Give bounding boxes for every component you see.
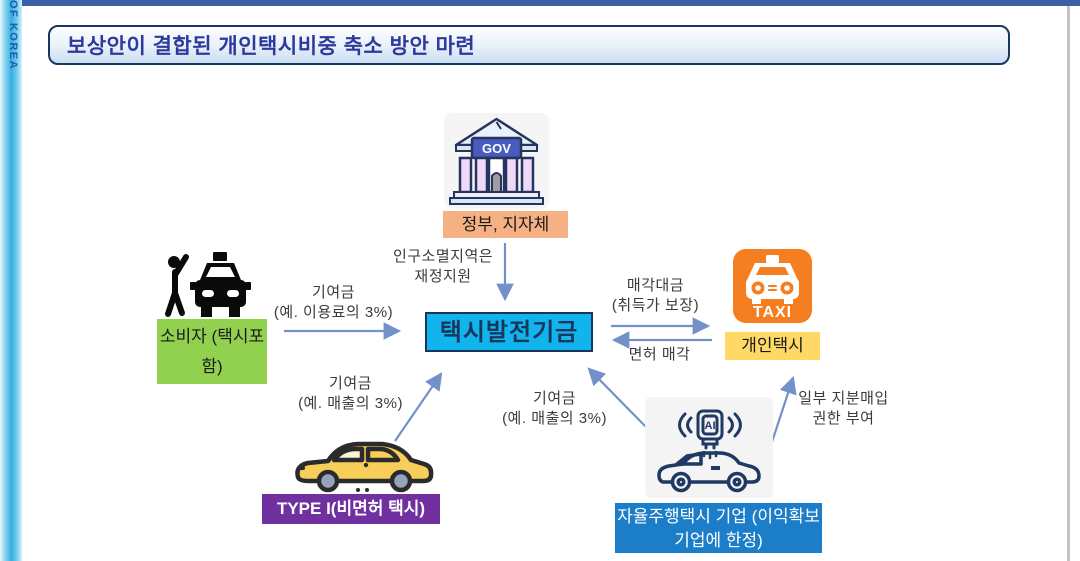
yellow-car-icon bbox=[295, 441, 434, 493]
consumer-label: 소비자 (택시포함) bbox=[157, 319, 267, 384]
edge-label-line: 기여금 bbox=[329, 375, 372, 392]
autonomous-label-line1: 자율주행택시 기업 bbox=[617, 507, 747, 526]
consumer-label-line2: (택시포함) bbox=[201, 327, 265, 376]
top-accent-bar bbox=[22, 0, 1080, 6]
edge-label-line: 매각대금 bbox=[626, 277, 685, 294]
edge-label-private-taxi-fund: 면허 매각 bbox=[607, 345, 712, 365]
edge-label-government-fund: 인구소멸지역은 재정지원 bbox=[378, 247, 508, 287]
fund-box: 택시발전기금 bbox=[425, 312, 593, 352]
side-strip-text: OF KOREA bbox=[7, 0, 19, 71]
slide-title-text: 보상안이 결합된 개인택시비중 축소 방안 마련 bbox=[67, 35, 476, 58]
edge-label-line: 기여금 bbox=[312, 284, 355, 301]
government-icon-text: GOV bbox=[482, 141, 511, 156]
edge-label-line: (예. 매출의 3%) bbox=[298, 395, 403, 412]
left-accent-strip bbox=[0, 0, 22, 561]
type1-taxi-label: TYPE I(비면허 택시) bbox=[262, 494, 440, 524]
edge-label-line: (예. 매출의 3%) bbox=[502, 410, 607, 427]
edge-label-fund-private-taxi: 매각대금 (취득가 보장) bbox=[593, 276, 718, 316]
right-edge-line bbox=[1067, 6, 1070, 561]
government-building-icon: GOV bbox=[444, 113, 549, 209]
edge-label-line: (취득가 보장) bbox=[611, 297, 700, 314]
autonomous-car-ai-icon: AI bbox=[645, 397, 773, 498]
private-taxi-label: 개인택시 bbox=[725, 332, 820, 360]
edge-label-line: 기여금 bbox=[533, 390, 576, 407]
autonomous-label: 자율주행택시 기업 (이익확보 기업에 한정) bbox=[615, 503, 822, 553]
edge-label-line: 인구소멸지역은 bbox=[392, 248, 494, 265]
person-hailing-taxi-icon bbox=[165, 252, 251, 317]
autonomous-icon-text: AI bbox=[705, 420, 716, 432]
type1-taxi-label-text: TYPE I(비면허 택시) bbox=[276, 499, 426, 518]
edge-label-line: 일부 지분매입 bbox=[798, 390, 889, 407]
edge-label-line: 권한 부여 bbox=[812, 410, 875, 427]
edge-label-autonomous-fund: 기여금 (예. 매출의 3%) bbox=[482, 389, 627, 429]
edge-label-autonomous-private-taxi: 일부 지분매입 권한 부여 bbox=[776, 389, 911, 429]
edge-label-line: 면허 매각 bbox=[628, 346, 691, 363]
taxi-icon-text: TAXI bbox=[753, 304, 792, 321]
edge-label-consumer-fund: 기여금 (예. 이용료의 3%) bbox=[256, 283, 411, 323]
fund-box-text: 택시발전기금 bbox=[439, 319, 579, 346]
private-taxi-label-text: 개인택시 bbox=[741, 336, 804, 355]
edge-label-line: (예. 이용료의 3%) bbox=[273, 304, 394, 321]
consumer-label-line1: 소비자 bbox=[159, 327, 207, 346]
slide-title: 보상안이 결합된 개인택시비중 축소 방안 마련 bbox=[48, 25, 1010, 65]
taxi-app-icon: TAXI bbox=[733, 249, 812, 323]
edge-label-type1-fund: 기여금 (예. 매출의 3%) bbox=[278, 374, 423, 414]
edge-label-line: 재정지원 bbox=[414, 268, 472, 285]
government-label: 정부, 지자체 bbox=[443, 211, 568, 238]
autonomous-label-line2: (이익확보 기업에 한정) bbox=[674, 507, 820, 550]
government-label-text: 정부, 지자체 bbox=[461, 215, 550, 234]
